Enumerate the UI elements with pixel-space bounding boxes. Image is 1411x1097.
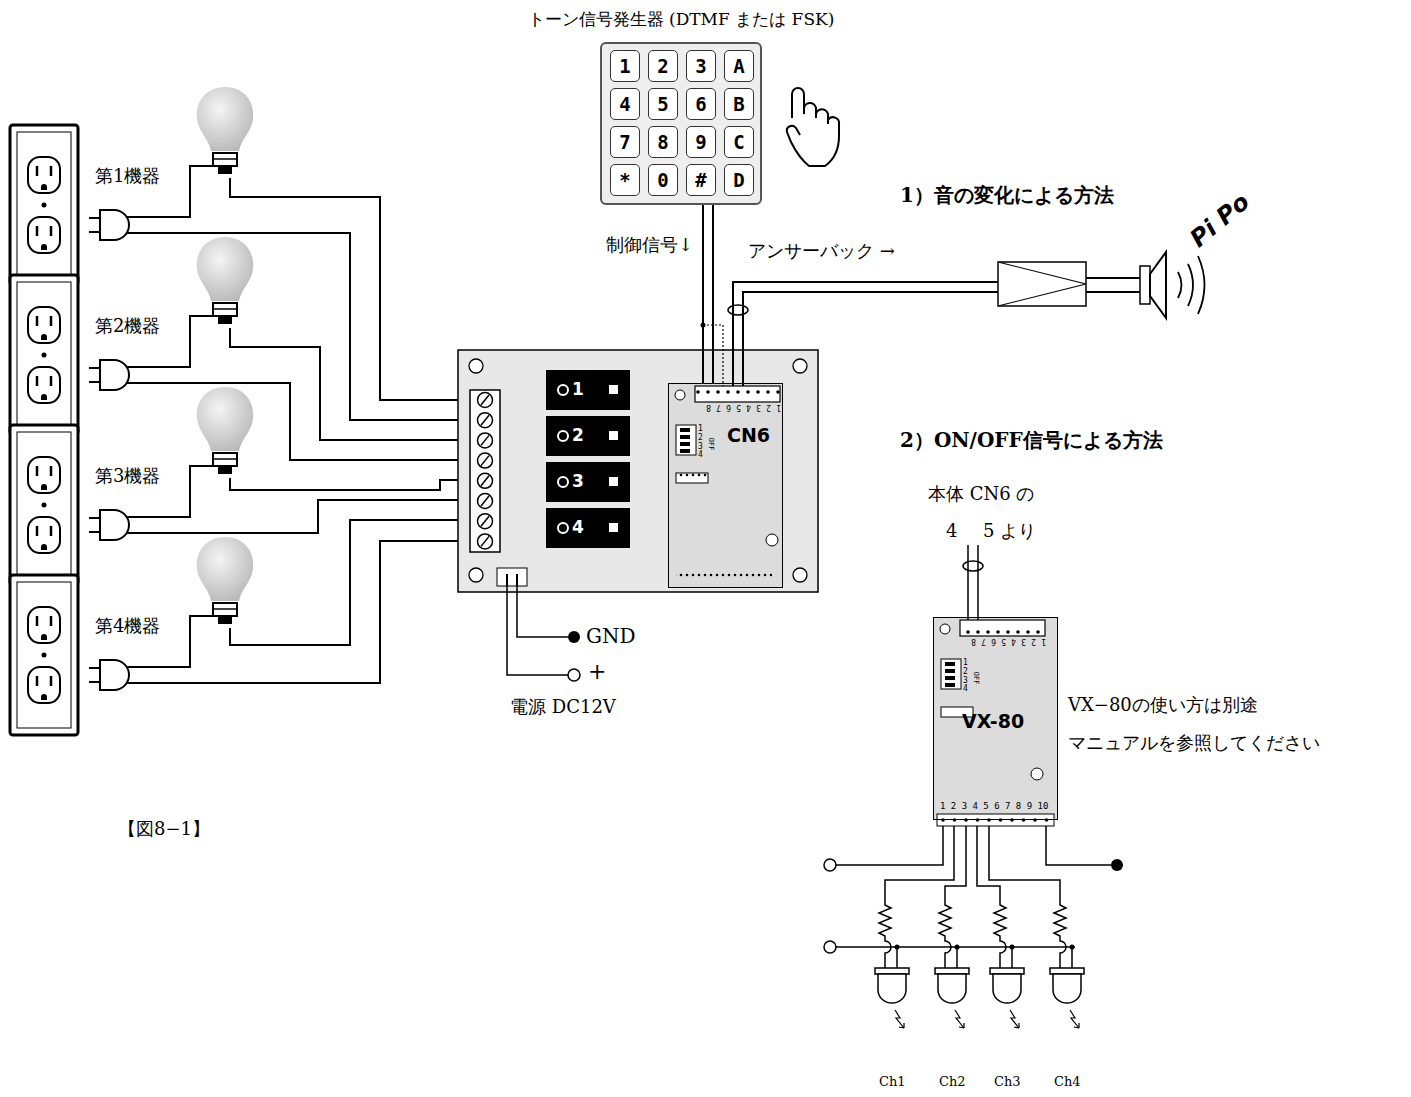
node-text: 4 <box>572 517 584 537</box>
signal-wire <box>703 205 713 383</box>
module-box: VX-80 <box>933 617 1058 820</box>
label-text: 4 <box>946 520 957 542</box>
node-text: 1 <box>572 379 584 399</box>
key-box: 2 <box>648 50 678 82</box>
label-text: Pi Po <box>1185 187 1256 253</box>
relay-box: 3 <box>546 462 630 502</box>
key-box: 7 <box>610 126 640 158</box>
label-text: 12345678 <box>966 637 1046 645</box>
label-text: 第1機器 <box>95 165 160 187</box>
node-text: # <box>695 169 706 191</box>
label-text: 電源 DC12V <box>510 696 616 718</box>
label-text: GND <box>586 624 636 648</box>
label-text: 【図8−1】 <box>118 818 210 840</box>
label-text: Ch3 <box>994 1074 1021 1090</box>
label-text: OFF <box>971 672 979 685</box>
label-text: + <box>588 659 606 685</box>
module-box: CN6 <box>668 383 783 588</box>
relay-box: 4 <box>546 508 630 548</box>
label-text: 1234 <box>698 425 706 460</box>
label-text: 2）ON/OFF信号による方法 <box>900 428 1163 452</box>
node-text: * <box>619 169 630 191</box>
keypad-box: トーン信号発生器 (DTMF または FSK)123A456B789C*0#D <box>600 42 762 205</box>
key-box: 3 <box>686 50 716 82</box>
label-text: 第3機器 <box>95 465 160 487</box>
relay-box: 2 <box>546 416 630 456</box>
node-text: 3 <box>572 471 584 491</box>
key-box: 8 <box>648 126 678 158</box>
label-text: Ch4 <box>1054 1074 1081 1090</box>
label-text: アンサーバック → <box>748 240 895 262</box>
label-text: VX−80の使い方は別途 <box>1068 694 1258 716</box>
label-text: Ch1 <box>879 1074 906 1090</box>
key-box: A <box>724 50 754 82</box>
label-text: OFF <box>706 438 714 451</box>
label-text: 1234 <box>963 659 971 694</box>
node-text: 7 <box>619 131 630 153</box>
label-text: マニュアルを参照してください <box>1068 732 1320 754</box>
key-box: C <box>724 126 754 158</box>
key-box: 5 <box>648 88 678 120</box>
node-text: 4 <box>619 93 630 115</box>
node-text: D <box>733 169 744 191</box>
node-text: CN6 <box>727 424 770 446</box>
node-text: 3 <box>695 55 706 77</box>
key-box: D <box>724 164 754 196</box>
key-box: # <box>686 164 716 196</box>
node-text: 0 <box>657 169 668 191</box>
label-text: 本体 CN6 の <box>928 483 1034 505</box>
key-box: 4 <box>610 88 640 120</box>
key-box: 0 <box>648 164 678 196</box>
node-text: 8 <box>657 131 668 153</box>
node-text: 6 <box>695 93 706 115</box>
label-text: 5 より <box>983 520 1036 542</box>
node-text: 2 <box>657 55 668 77</box>
key-box: * <box>610 164 640 196</box>
node-text: C <box>733 131 744 153</box>
key-box: 6 <box>686 88 716 120</box>
label-text: 第2機器 <box>95 315 160 337</box>
key-box: 9 <box>686 126 716 158</box>
relay-box: 1 <box>546 370 630 410</box>
key-box: B <box>724 88 754 120</box>
node-text: 9 <box>695 131 706 153</box>
node-text: A <box>733 55 744 77</box>
label-text: 1）音の変化による方法 <box>900 183 1114 207</box>
node-text: 5 <box>657 93 668 115</box>
label-text: 1 2 3 4 5 6 7 8 9 10 <box>940 801 1048 812</box>
label-text: Ch2 <box>939 1074 966 1090</box>
node-text: 1 <box>619 55 630 77</box>
key-box: 1 <box>610 50 640 82</box>
node-text: B <box>733 93 744 115</box>
node-text: 2 <box>572 425 584 445</box>
node-text: VX-80 <box>962 710 1024 732</box>
device-title: トーン信号発生器 (DTMF または FSK) <box>528 8 835 31</box>
edge-label: 制御信号↓ <box>604 233 695 257</box>
label-text: 第4機器 <box>95 615 160 637</box>
label-text: 12345678 <box>701 403 781 411</box>
